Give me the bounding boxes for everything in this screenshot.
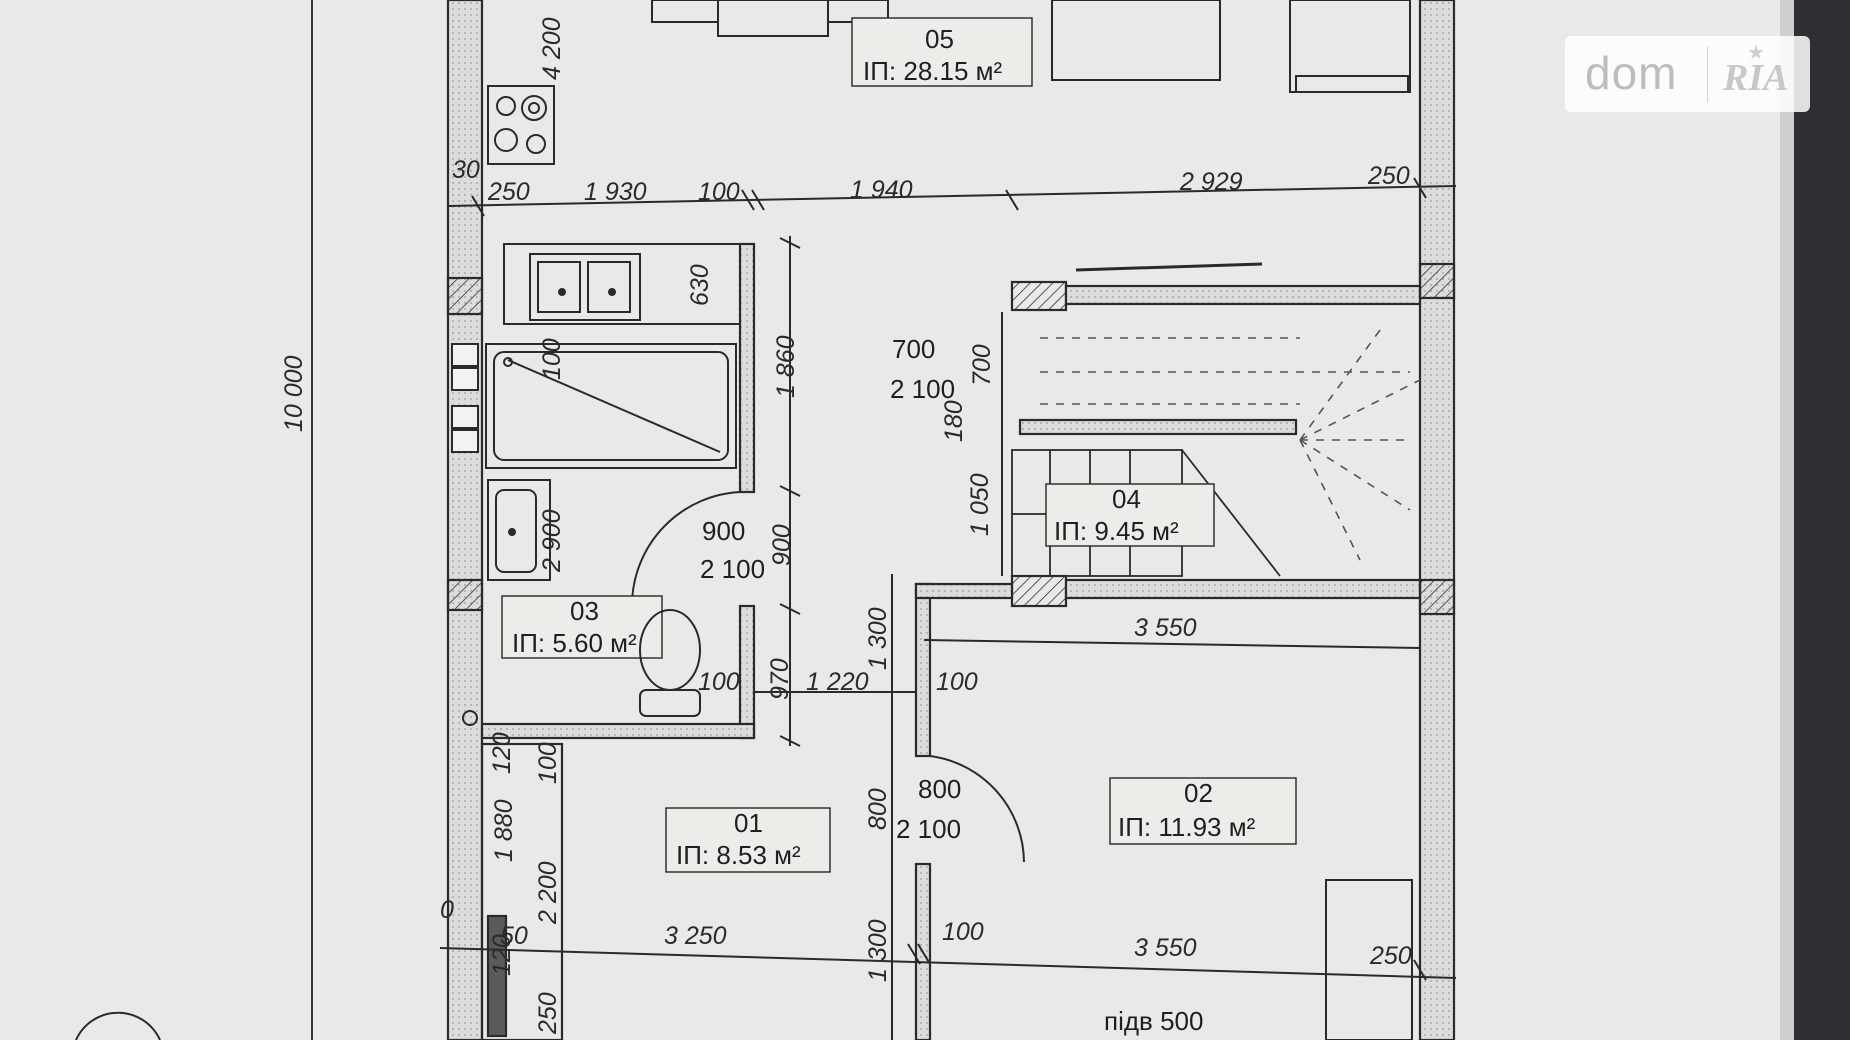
dim-900-door-v: 900 [768, 524, 796, 566]
pipe-icon [462, 710, 478, 726]
dim-250-bottom: 250 [534, 992, 562, 1035]
dim-top-100: 100 [698, 178, 740, 206]
stair-opening-width: 700 [892, 334, 935, 364]
dim-line-3550-upper [923, 639, 1421, 649]
page-edge [1780, 0, 1794, 1040]
bathroom-door-swing [631, 491, 741, 605]
entry-door-width: 800 [918, 774, 961, 804]
bath-door-width: 900 [702, 516, 745, 546]
dim-2200: 2 200 [534, 861, 562, 925]
dim-1300-lower: 1 300 [864, 919, 892, 982]
dim-top-250-right: 250 [1367, 162, 1410, 190]
toilet-icon [639, 609, 701, 717]
dim-4200: 4 200 [538, 17, 566, 80]
dim-700: 700 [968, 344, 996, 386]
dim-100-bottom: 100 [942, 918, 984, 946]
dim-10000: 10 000 [280, 355, 308, 432]
dim-top-250-left: 250 [487, 178, 530, 206]
page-edge-shadow [1790, 0, 1850, 1040]
dim-1880: 1 880 [490, 799, 518, 862]
dim-30: 30 [452, 156, 480, 184]
dim-100-c: 100 [936, 668, 978, 696]
dim-120: 120 [488, 732, 516, 774]
dim-250-bottom-right: 250 [1369, 942, 1412, 970]
dim-180: 180 [940, 400, 968, 442]
dim-120b: 120 [488, 934, 516, 976]
entry-door-swing [929, 755, 1025, 863]
room-03-label-box [501, 595, 663, 659]
radiator-icon [451, 343, 479, 453]
room-04-number: 04 [1112, 484, 1141, 514]
watermark-dom: dom [1585, 47, 1678, 99]
bathroom-walls [446, 242, 756, 740]
room-02-number: 02 [1184, 778, 1213, 808]
room-03-area: ІП: 5.60 м² [512, 628, 637, 658]
stair-treads [1040, 329, 1421, 561]
bathroom-sink-icon [487, 479, 551, 581]
dim-top-1930: 1 930 [584, 178, 647, 206]
dim-100-shower: 100 [538, 338, 566, 380]
dim-top-2929: 2 929 [1179, 168, 1243, 196]
dim-800: 800 [864, 788, 892, 830]
dim-3550-lower: 3 550 [1134, 934, 1197, 962]
watermark-divider [1707, 46, 1708, 102]
room-01-number: 01 [734, 808, 763, 838]
dim-1050: 1 050 [966, 473, 994, 536]
dim-top-1940: 1 940 [850, 176, 913, 204]
compass-icon [75, 1011, 161, 1040]
sill-label: підв 500 [1104, 1006, 1203, 1036]
watermark-star-icon: ★ [1747, 42, 1765, 64]
room-04-label-box [1045, 483, 1215, 547]
room-04-area: ІП: 9.45 м² [1054, 516, 1179, 546]
room-05-number: 05 [925, 24, 954, 54]
room-01-area: ІП: 8.53 м² [676, 840, 801, 870]
watermark: dom ★ RIA [1565, 36, 1810, 112]
wardrobe-icon [1325, 879, 1413, 1040]
stove-icon [487, 85, 555, 165]
dim-1860: 1 860 [772, 335, 800, 398]
dim-3250: 3 250 [664, 922, 727, 950]
bath-door-height: 2 100 [700, 554, 765, 584]
room-05-label-box [851, 17, 1033, 87]
bathroom-vertical-dim [779, 236, 801, 747]
bottom-dimension-line [439, 943, 1457, 981]
dim-0: 0 [440, 896, 454, 924]
stair-opening-height: 2 100 [890, 374, 955, 404]
dim-100-left: 100 [534, 742, 562, 784]
dim-100-wc: 100 [698, 668, 740, 696]
dim-50: 50 [500, 922, 528, 950]
dim-3550-upper: 3 550 [1134, 614, 1197, 642]
room-01-label-box [665, 807, 831, 873]
room-05-area: ІП: 28.15 м² [863, 56, 1003, 86]
dim-630: 630 [686, 264, 714, 306]
entry-wardrobe [480, 742, 564, 1040]
exterior-walls [446, 0, 1456, 1040]
kitchen-sink-icon [503, 243, 741, 325]
watermark-ria: RIA [1723, 57, 1789, 99]
top-dimension-line [447, 177, 1457, 217]
dim-2900: 2 900 [538, 509, 566, 573]
room-03-number: 03 [570, 596, 599, 626]
room-02-label-box [1109, 777, 1297, 845]
window-icon [1075, 262, 1263, 272]
room-02-area: ІП: 11.93 м² [1118, 812, 1256, 842]
dim-1300-upper: 1 300 [864, 607, 892, 670]
room-05-furniture [651, 0, 1411, 93]
entry-door-height: 2 100 [896, 814, 961, 844]
bathtub-icon [485, 343, 737, 469]
